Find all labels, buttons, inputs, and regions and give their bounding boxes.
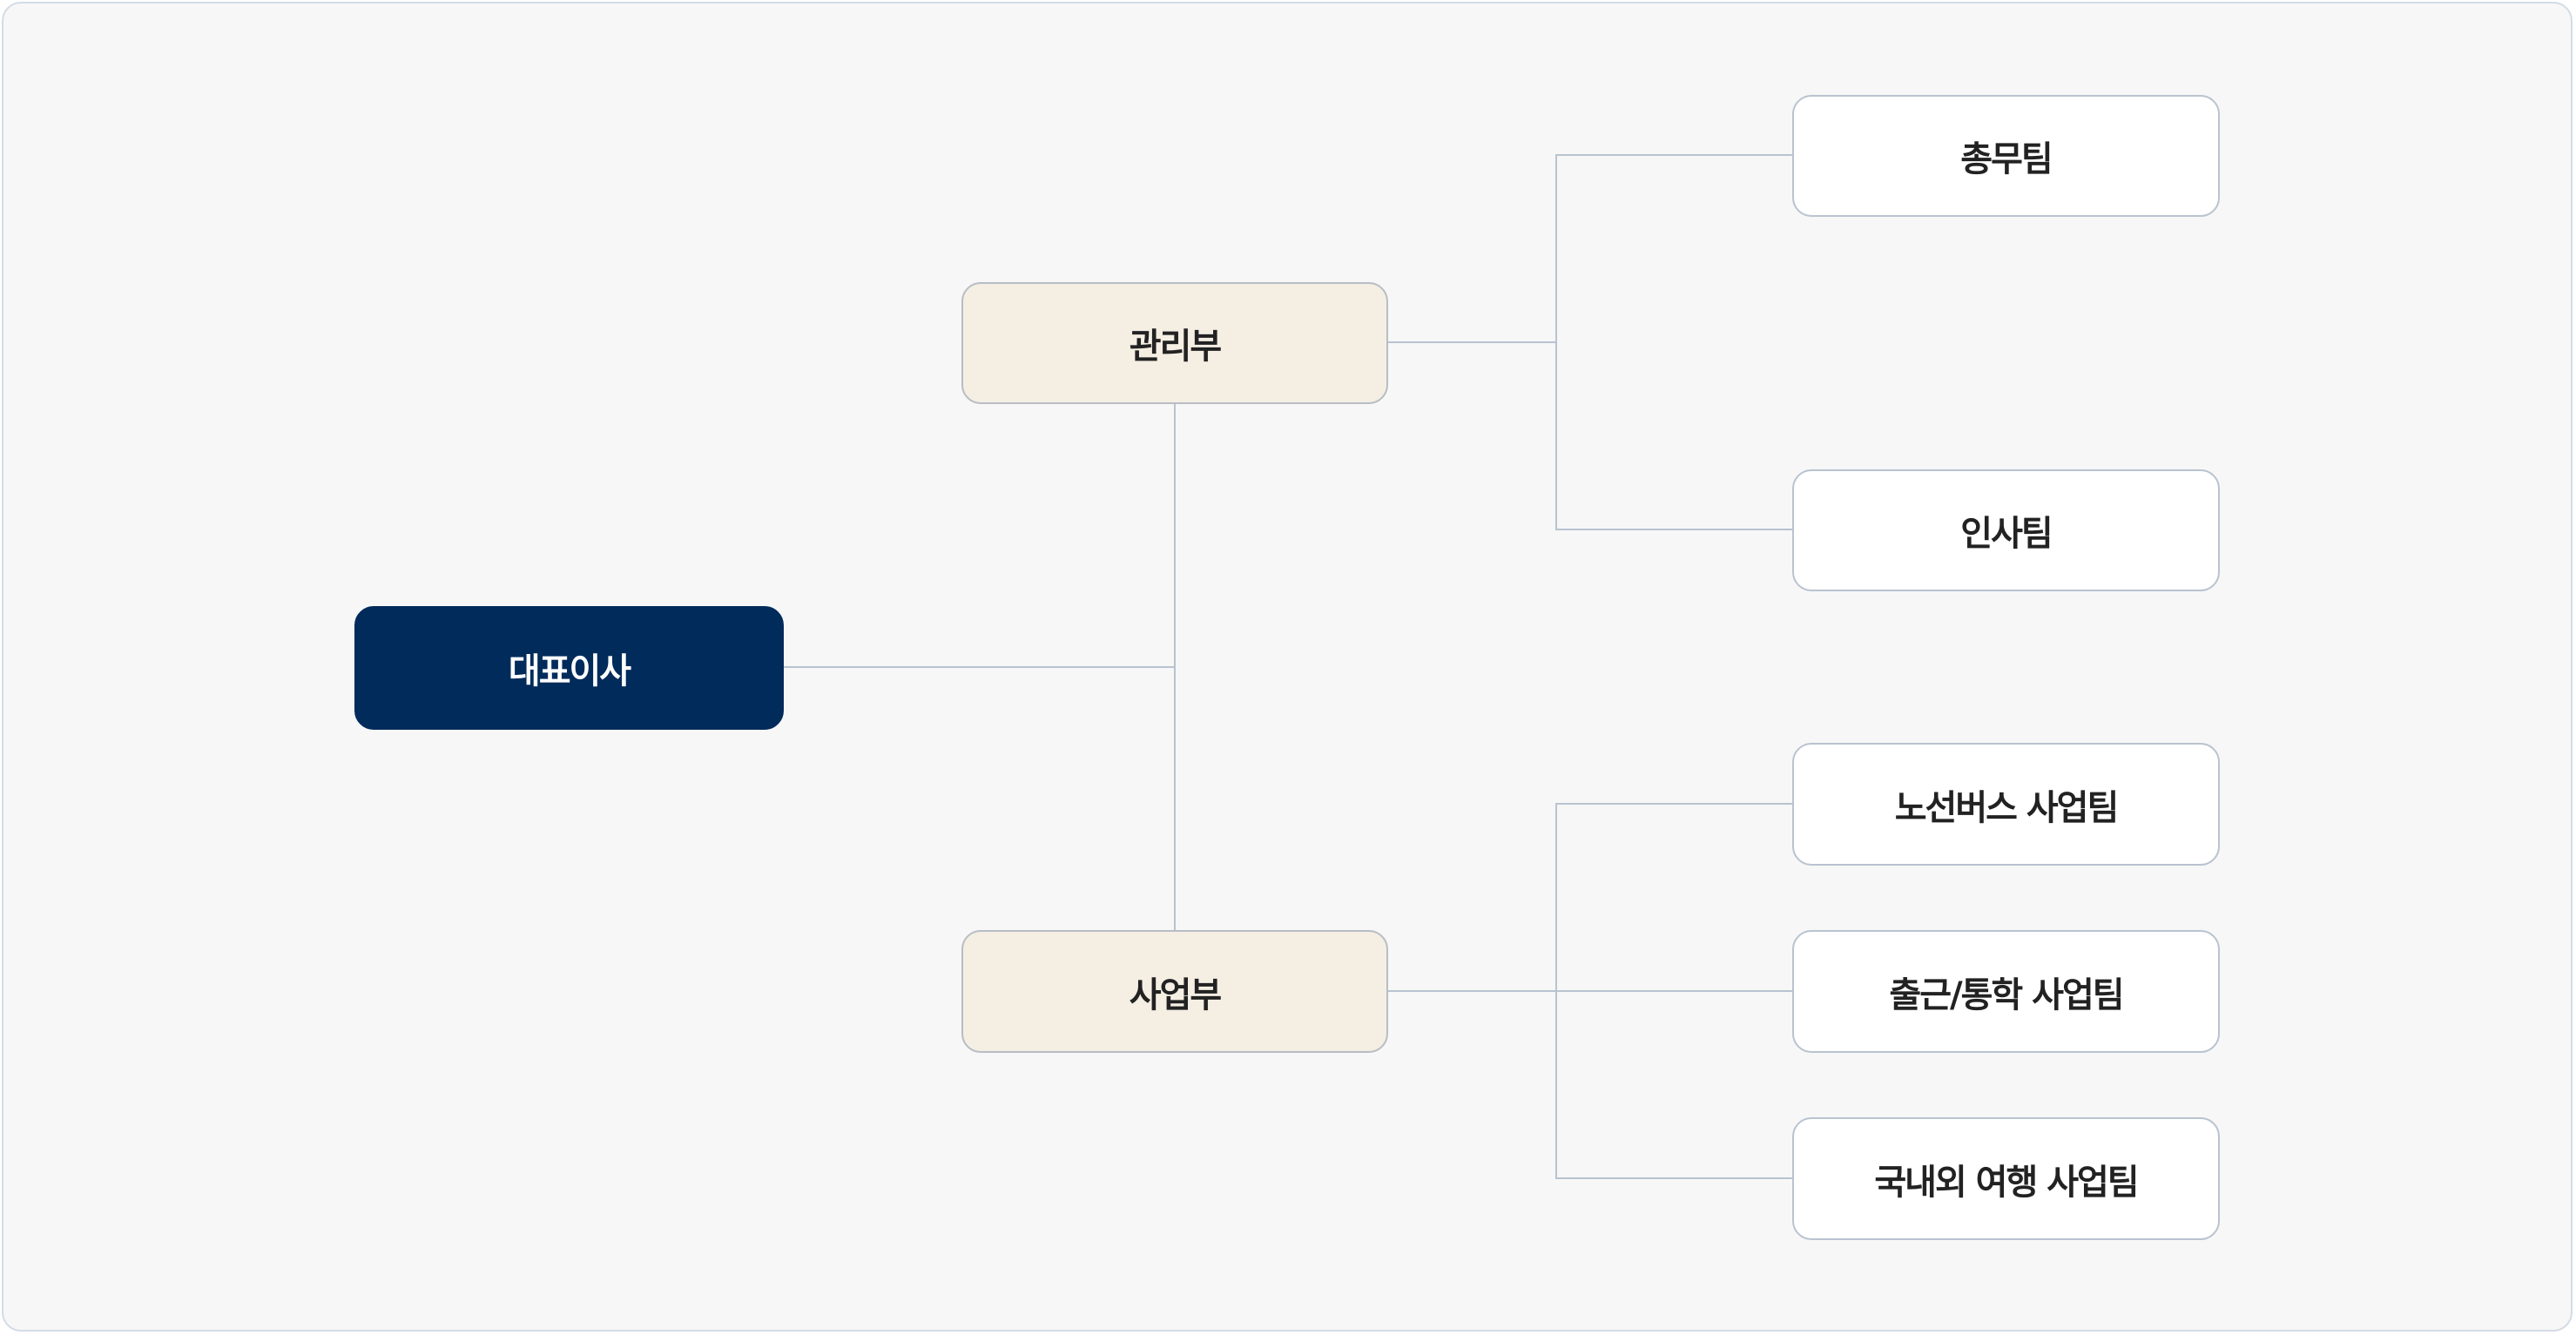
node-label: 출근/통학 사업팀 [1889, 974, 2124, 1015]
node-business-dept[interactable]: 사업부 [961, 930, 1388, 1053]
node-label: 국내외 여행 사업팀 [1874, 1162, 2139, 1203]
connector-team-hr [1555, 529, 1792, 530]
node-label: 관리부 [1129, 327, 1222, 367]
node-label: 총무팀 [1960, 139, 2053, 179]
connector-trunk-vertical [1174, 404, 1176, 930]
node-admin-dept[interactable]: 관리부 [961, 282, 1388, 404]
connector-team-travel [1555, 1177, 1792, 1179]
node-label: 인사팀 [1960, 514, 2053, 554]
connector-admin-branch [1555, 154, 1557, 529]
connector-team-route-bus [1555, 803, 1792, 805]
connector-admin-horizontal [1388, 341, 1556, 343]
node-team-hr[interactable]: 인사팀 [1792, 469, 2220, 591]
node-team-route-bus[interactable]: 노선버스 사업팀 [1792, 743, 2220, 866]
node-team-general-affairs[interactable]: 총무팀 [1792, 95, 2220, 217]
node-label: 노선버스 사업팀 [1894, 787, 2120, 828]
connector-business-horizontal [1388, 990, 1792, 992]
node-ceo[interactable]: 대표이사 [354, 606, 784, 730]
node-team-travel[interactable]: 국내외 여행 사업팀 [1792, 1117, 2220, 1240]
connector-team-general [1555, 154, 1792, 156]
node-label: 사업부 [1129, 974, 1222, 1015]
node-team-commute-school[interactable]: 출근/통학 사업팀 [1792, 930, 2220, 1053]
connector-business-branch [1555, 803, 1557, 1179]
connector-root-trunk [784, 666, 1175, 668]
node-label: 대표이사 [508, 651, 631, 691]
